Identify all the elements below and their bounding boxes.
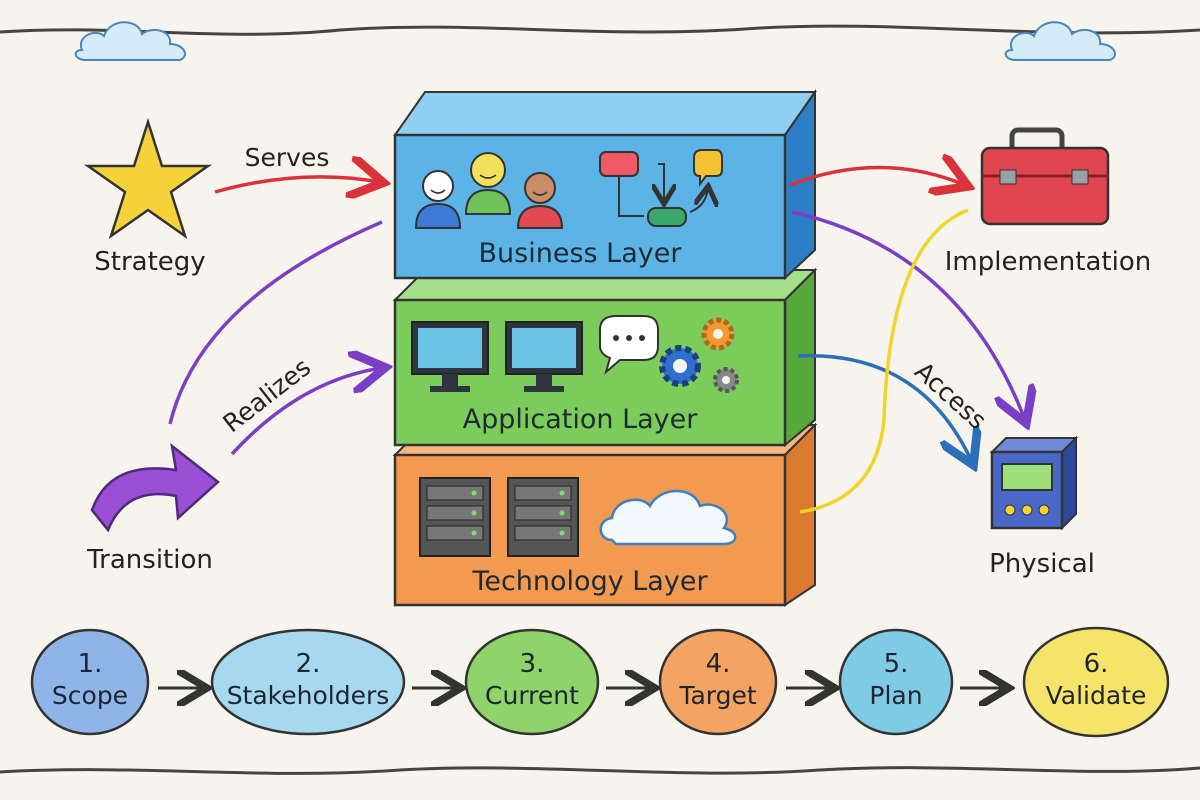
bottom-wave-line bbox=[0, 766, 1200, 775]
step-6-circle bbox=[1022, 626, 1170, 738]
physical-label: Physical bbox=[989, 549, 1095, 579]
step-6-name: Validate bbox=[1046, 681, 1147, 710]
server-icon bbox=[419, 477, 491, 557]
monitor-icon bbox=[505, 321, 583, 392]
person-icon bbox=[464, 152, 512, 215]
serves-label: Serves bbox=[245, 143, 330, 172]
server-icon bbox=[507, 477, 579, 557]
application-layer-title: Application Layer bbox=[463, 404, 699, 435]
realizes-arrow bbox=[230, 368, 382, 456]
technology-layer-title: Technology Layer bbox=[471, 566, 708, 597]
gear-icon bbox=[701, 317, 735, 351]
step-5: 5. Plan bbox=[838, 628, 954, 736]
step-2-circle bbox=[210, 628, 406, 736]
step-1-circle bbox=[30, 628, 150, 736]
step-4-number: 4. bbox=[706, 649, 731, 679]
gear-icon bbox=[713, 367, 739, 393]
step-1: 1. Scope bbox=[30, 628, 150, 736]
cloud-icon bbox=[74, 21, 186, 61]
step-4-name: Target bbox=[678, 681, 757, 710]
person-icon bbox=[516, 172, 564, 229]
step-4-circle bbox=[658, 628, 778, 736]
step-5-circle bbox=[838, 628, 954, 736]
step-3: 3. Current bbox=[464, 628, 600, 736]
business-layer-title: Business Layer bbox=[479, 238, 683, 269]
curved-arrow-icon bbox=[90, 443, 220, 533]
step-2-number: 2. bbox=[296, 649, 321, 679]
step-3-name: Current bbox=[485, 681, 579, 710]
monitor-icon bbox=[411, 321, 489, 392]
step-3-circle bbox=[464, 628, 600, 736]
star-icon bbox=[84, 117, 212, 240]
business-to-physical-arrow bbox=[791, 210, 1025, 420]
serves-arrow bbox=[214, 177, 380, 192]
top-wave-line bbox=[0, 24, 1200, 36]
step-1-number: 1. bbox=[78, 649, 103, 679]
access-arrow bbox=[797, 353, 972, 462]
step-6-number: 6. bbox=[1084, 649, 1109, 679]
process-flow-icon bbox=[599, 149, 723, 227]
strategy-label: Strategy bbox=[94, 247, 205, 277]
step-6: 6. Validate bbox=[1022, 626, 1170, 738]
person-icon bbox=[414, 170, 462, 229]
cloud-icon bbox=[599, 489, 737, 546]
step-5-number: 5. bbox=[884, 649, 909, 679]
business-to-implementation-arrow bbox=[789, 168, 965, 186]
step-2-name: Stakeholders bbox=[227, 681, 390, 710]
device-icon bbox=[989, 435, 1079, 531]
transition-to-business-arrow bbox=[168, 220, 383, 425]
transition-label: Transition bbox=[86, 545, 213, 575]
cloud-icon bbox=[1004, 21, 1116, 61]
step-4: 4. Target bbox=[658, 628, 778, 736]
gear-icon bbox=[659, 345, 701, 387]
implementation-label: Implementation bbox=[945, 247, 1151, 277]
step-1-name: Scope bbox=[52, 681, 128, 710]
step-3-number: 3. bbox=[520, 649, 545, 679]
technology-to-implementation-link bbox=[799, 208, 969, 514]
chat-bubble-icon bbox=[599, 315, 659, 375]
toolbox-icon bbox=[980, 127, 1110, 226]
step-5-name: Plan bbox=[869, 681, 922, 710]
step-2: 2. Stakeholders bbox=[210, 628, 406, 736]
